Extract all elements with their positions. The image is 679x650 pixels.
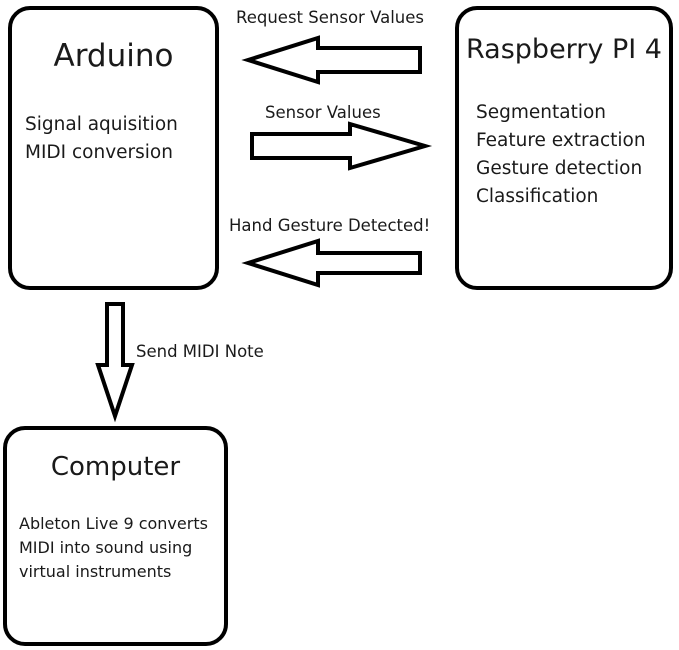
arduino-box: Arduino Signal aquisition MIDI conversio… [8,6,219,290]
arduino-title: Arduino [53,38,174,74]
gesture-arrow [241,238,422,288]
gesture-label: Hand Gesture Detected! [229,216,431,235]
computer-box: Computer Ableton Live 9 converts MIDI in… [3,426,228,646]
raspberry-description: Segmentation Feature extraction Gesture … [476,99,646,211]
arduino-description: Signal aquisition MIDI conversion [25,111,178,167]
raspberry-box: Raspberry PI 4 Segmentation Feature extr… [455,6,673,290]
computer-line: virtual instruments [19,562,172,581]
arduino-line: Signal aquisition [25,114,178,135]
request-arrow [241,35,422,85]
raspberry-line: Segmentation [476,102,607,123]
sensor-values-label: Sensor Values [265,103,381,122]
midi-note-arrow [95,302,135,423]
raspberry-line: Classification [476,186,599,207]
request-label: Request Sensor Values [236,8,424,27]
computer-title: Computer [50,452,181,482]
computer-line: Ableton Live 9 converts [19,514,208,533]
arduino-line: MIDI conversion [25,142,173,163]
raspberry-title: Raspberry PI 4 [466,34,662,65]
midi-note-label: Send MIDI Note [136,342,264,361]
computer-line: MIDI into sound using [19,538,193,557]
computer-description: Ableton Live 9 converts MIDI into sound … [19,512,208,584]
raspberry-line: Feature extraction [476,130,646,151]
raspberry-line: Gesture detection [476,158,643,179]
sensor-values-arrow [250,121,433,171]
